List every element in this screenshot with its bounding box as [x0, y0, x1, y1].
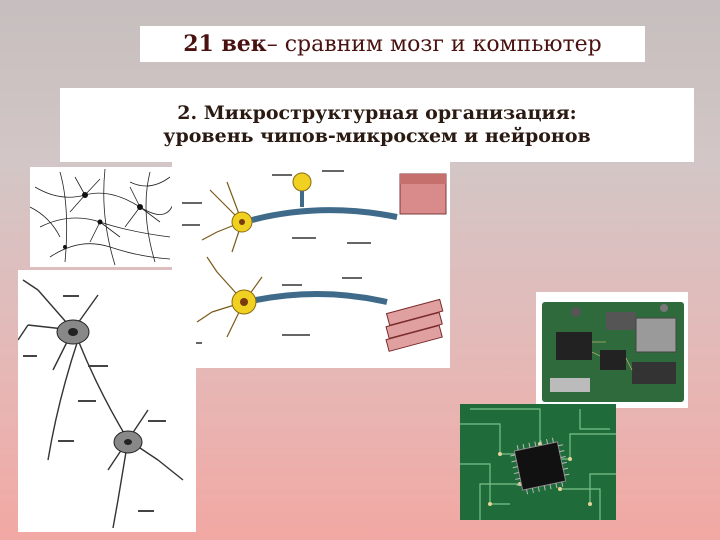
subtitle-line-1: 2. Микроструктурная организация: — [177, 102, 577, 125]
neuron-anatomy-diagram — [172, 162, 450, 368]
circuit-board-photo — [536, 292, 688, 408]
neuron-network-photo — [30, 167, 178, 267]
title-bold: 21 век — [183, 31, 267, 57]
neuron-sketch — [18, 270, 196, 532]
subtitle-line-2: уровень чипов-микросхем и нейронов — [163, 125, 591, 147]
slide-title: 21 век – сравним мозг и компьютер — [140, 26, 645, 62]
microchip-photo — [460, 404, 616, 520]
slide-subtitle: 2. Микроструктурная организация: уровень… — [60, 88, 694, 162]
title-rest: – сравним мозг и компьютер — [266, 31, 602, 57]
